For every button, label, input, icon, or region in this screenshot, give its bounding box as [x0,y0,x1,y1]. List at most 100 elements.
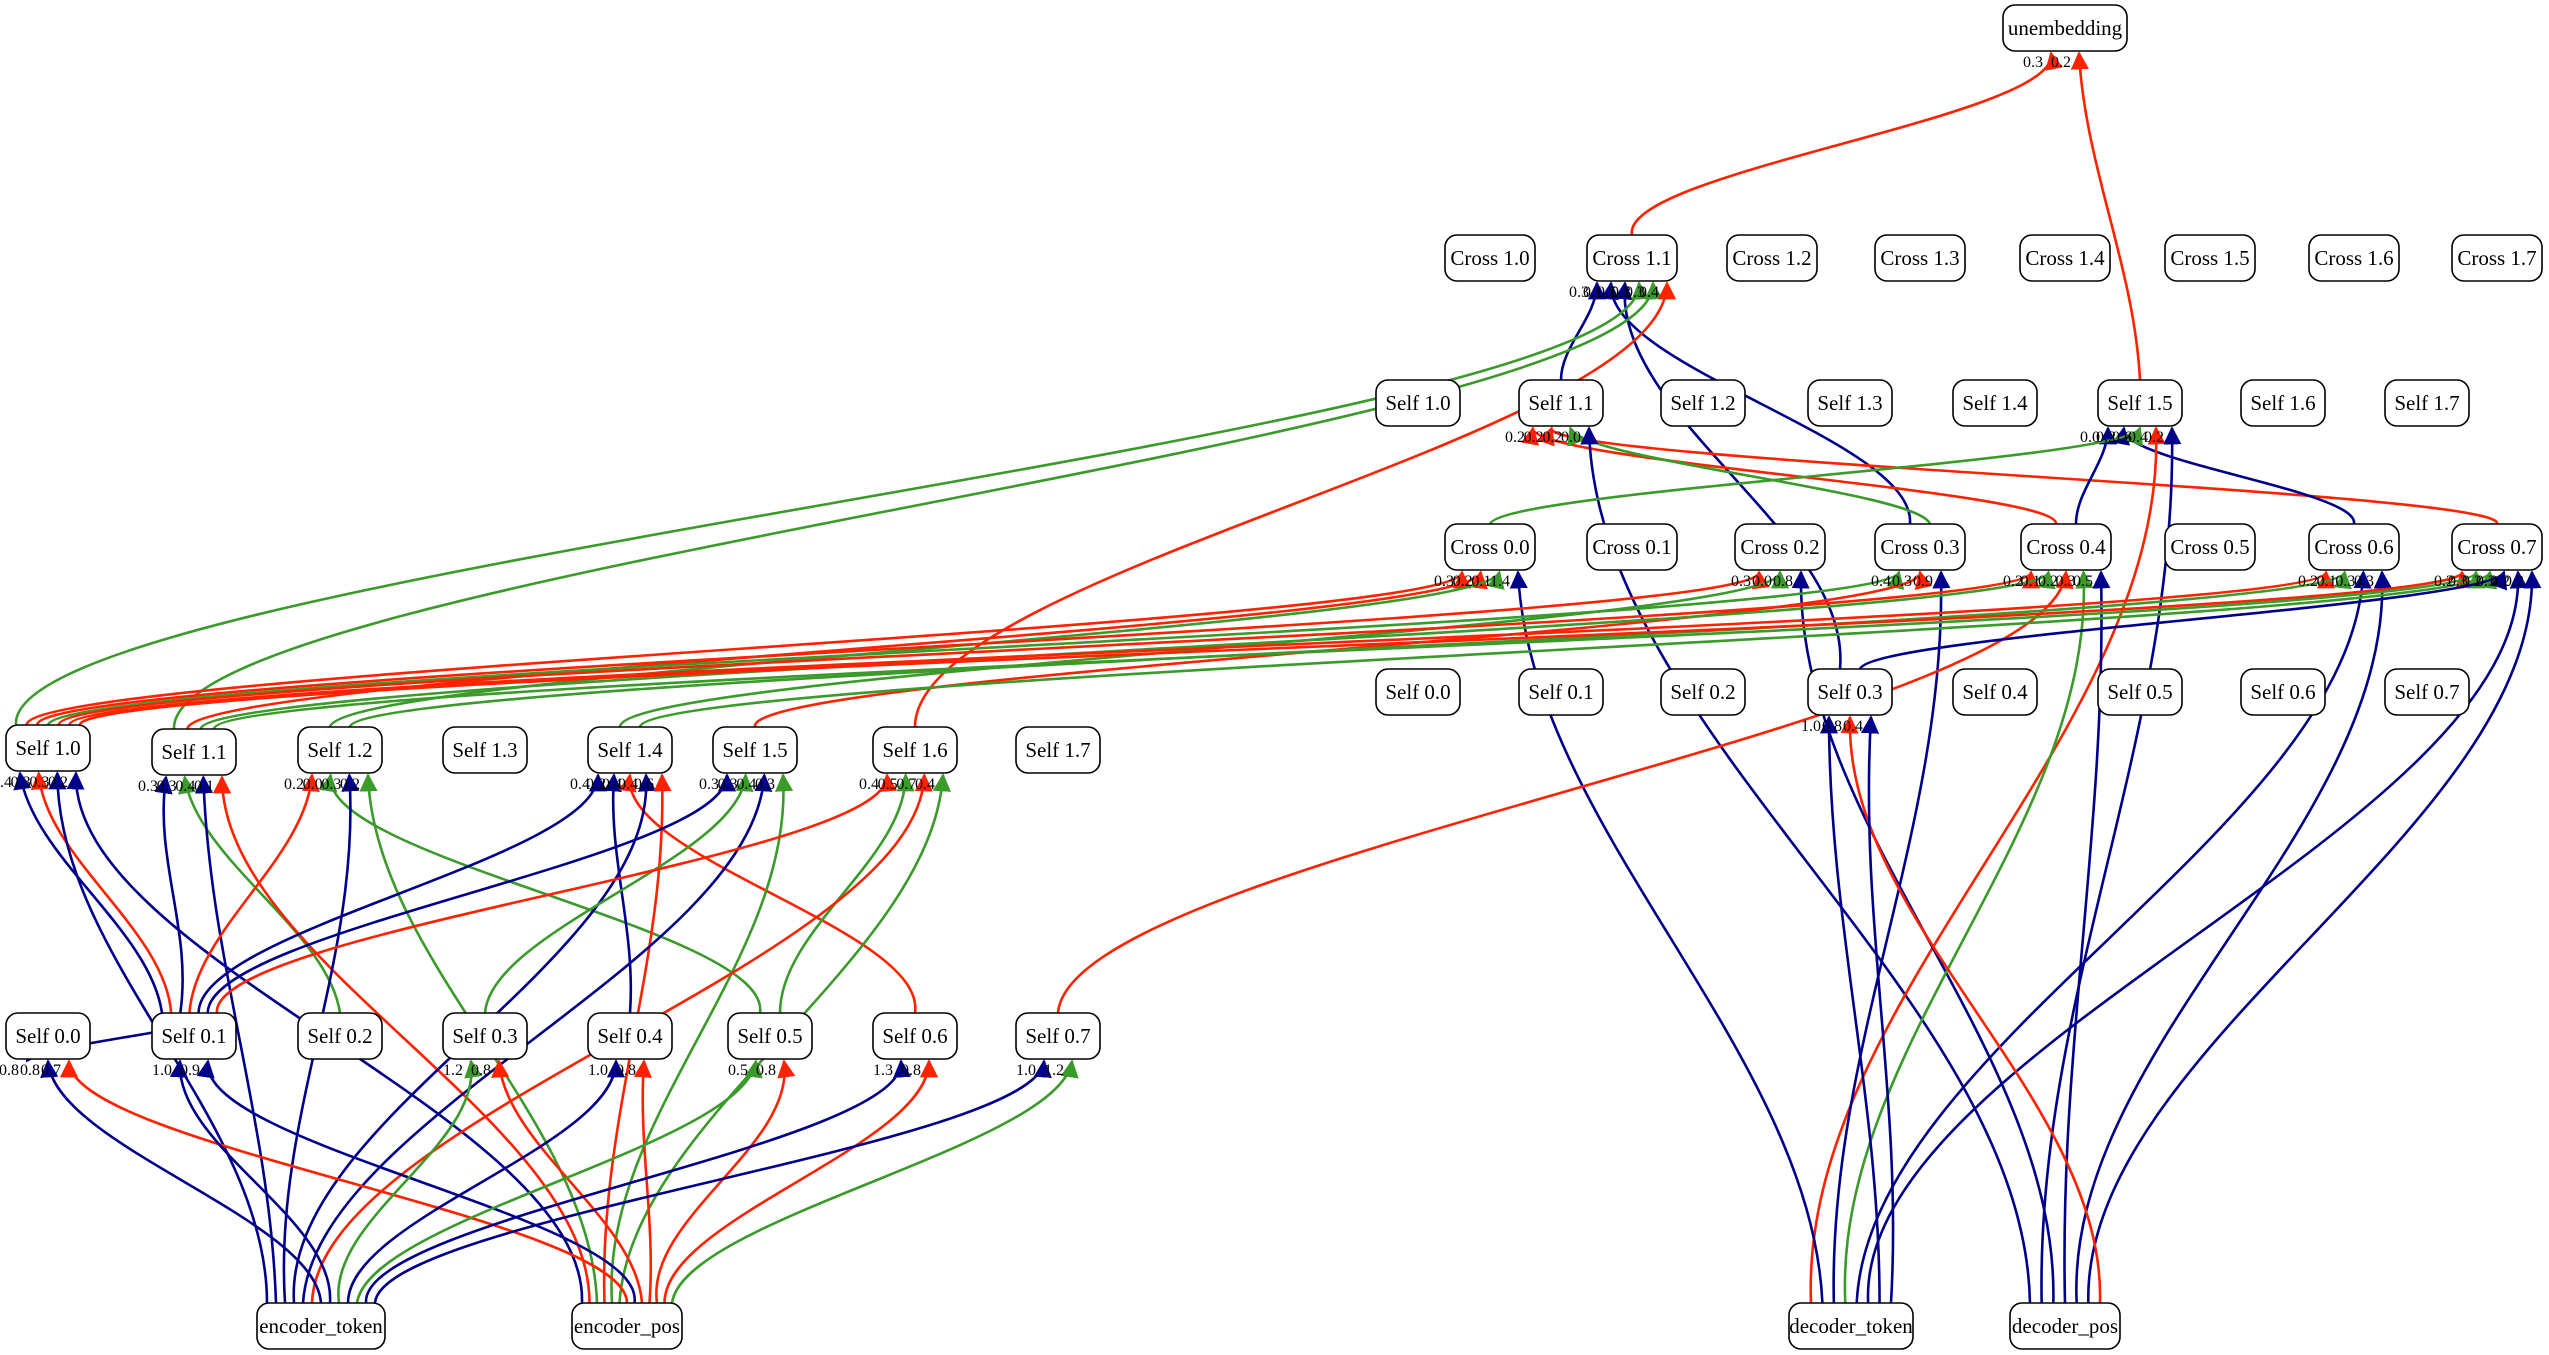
node-box [2384,668,2470,716]
node-box [256,1302,386,1350]
edge-c1-1-to-unembedding [1630,51,2063,236]
node-label: Self 1.7 [1025,738,1090,762]
edge-encoder-token-to-es0-5 [355,1059,763,1304]
edge-es0-1-to-es1-5 [206,773,736,1014]
edge-es1-0-to-c0-0 [25,570,1471,726]
edge-decoder-token-to-ds0-3 [1860,715,1895,1304]
node-c1-7: Cross 1.7 [2451,234,2543,282]
edge-es1-4-to-c0-7 [638,570,2497,728]
node-label: Self 0.2 [1670,680,1735,704]
node-ds0-0: Self 0.0 [1375,668,1461,716]
node-label: Cross 0.0 [1450,535,1529,559]
edge-weight-label: 0.2 [2038,573,2058,590]
edge-weight-label: 0.2 [340,776,360,793]
node-es1-2: Self 1.2 [297,726,383,774]
edge-c0-3-to-ds1-1 [1567,426,1932,525]
edge-es1-0-to-c0-6 [68,570,2335,727]
edge-weight-label: 0.2 [586,776,606,793]
node-label: Cross 1.0 [1450,246,1529,270]
node-es0-3: Self 0.3 [442,1012,528,1060]
edge-decoder-pos-to-c0-6 [2075,570,2392,1304]
edge-weight-label: 0.2 [2051,54,2071,71]
edge-weight-label: 0.3 [2448,573,2468,590]
edge-weight-label: 0.4 [602,776,622,793]
node-c1-1: Cross 1.1 [1586,234,1678,282]
edge-decoder-token-to-c0-3 [1832,570,1951,1304]
edge-weight-label: 0.2 [2003,573,2023,590]
edge-encoder-pos-to-es1-1 [212,775,591,1304]
edge-weight-label: 0.3 [1434,573,1454,590]
node-label: Cross 1.2 [1732,246,1811,270]
node-ds0-4: Self 0.4 [1952,668,2038,716]
edge-decoder-pos-to-ds0-3 [1840,715,2102,1304]
edge-es1-0-to-c0-3 [46,570,1904,726]
node-box [2451,234,2543,282]
edge-encoder-pos-to-es0-6 [663,1059,939,1304]
edge-weight-label: 0.0 [2080,429,2100,446]
edge-weight-label: 0.5 [878,776,898,793]
edge-weight-label: 1.2 [443,1062,463,1079]
node-box [297,726,383,774]
node-label: Self 1.3 [1817,391,1882,415]
node-es0-5: Self 0.5 [727,1012,813,1060]
node-decoder-token: decoder_token [1788,1302,1914,1350]
edge-es0-1-to-es1-6 [215,773,898,1014]
edge-weight-label: 0.8 [0,1062,19,1079]
node-ds1-2: Self 1.2 [1660,379,1746,427]
edge-weight-label: 0.8 [1773,573,1793,590]
edge-encoder-pos-to-es0-3 [491,1059,644,1304]
edge-weight-label: 0.3 [29,774,49,791]
node-box [1375,668,1461,716]
node-es1-1: Self 1.1 [151,728,237,776]
edge-encoder-token-to-es0-0 [40,1059,323,1304]
edge-es0-6-to-es1-4 [618,773,917,1014]
edge-c0-4-to-ds1-1 [1521,426,2058,525]
node-box [1586,523,1678,571]
node-box [2002,4,2128,52]
edge-es1-0-to-c1-1 [14,281,1650,726]
edge-ds1-1-to-c1-1 [1559,281,1607,381]
node-c1-3: Cross 1.3 [1874,234,1966,282]
node-c0-7: Cross 0.7 [2451,523,2543,571]
edge-es1-0-to-c0-2 [36,570,1770,727]
edge-es0-1-to-es1-0 [30,771,173,1014]
edge-weight-label: 1.0 [1801,718,1821,735]
edge-es0-1-to-es1-1 [154,775,184,1014]
edge-weight-label: 0.8 [756,1062,776,1079]
edge-weight-label: 0.5 [2073,573,2093,590]
node-label: Cross 0.4 [2026,535,2106,559]
edge-es1-1-to-c0-0 [186,570,1488,730]
node-label: Self 1.2 [1670,391,1735,415]
edge-decoder-token-to-c0-4 [1843,570,2094,1304]
node-c0-6: Cross 0.6 [2308,523,2400,571]
edge-ds1-5-to-unembedding [2070,51,2142,381]
node-label: Self 0.7 [2394,680,2459,704]
edge-weight-label: 0.4 [570,776,590,793]
edge-encoder-pos-to-es1-5 [610,773,794,1304]
edge-encoder-pos-to-es0-7 [670,1059,1079,1304]
edge-weight-label: 0.1 [1583,284,1603,301]
node-label: Self 1.6 [2250,391,2315,415]
node-label: Self 1.3 [452,738,517,762]
edge-weight-label: 0.3 [1569,284,1589,301]
edge-weight-label: 0.8 [20,1062,40,1079]
edge-es0-3-to-es1-5 [483,773,754,1014]
node-label: Cross 0.3 [1880,535,1959,559]
node-es1-4: Self 1.4 [587,726,673,774]
edge-es0-1-to-es1-4 [197,773,608,1014]
edge-weight-label: 0.3 [1731,573,1751,590]
edge-ds0-3-to-c1-1 [1614,281,1842,670]
node-ds0-1: Self 0.1 [1518,668,1604,716]
edge-weight-label: 0.2 [1453,573,1473,590]
node-c0-3: Cross 0.3 [1874,523,1966,571]
edge-weight-label: 0.2 [2490,573,2510,590]
edge-weight-label: 0.3 [321,776,341,793]
edges-layer [13,51,2542,1304]
edge-weight-label: 0.1 [2317,573,2337,590]
edge-weight-label: 0.4 [1843,718,1863,735]
node-box [2097,668,2183,716]
node-box [1660,379,1746,427]
edge-weight-label: 0.3 [1892,573,1912,590]
